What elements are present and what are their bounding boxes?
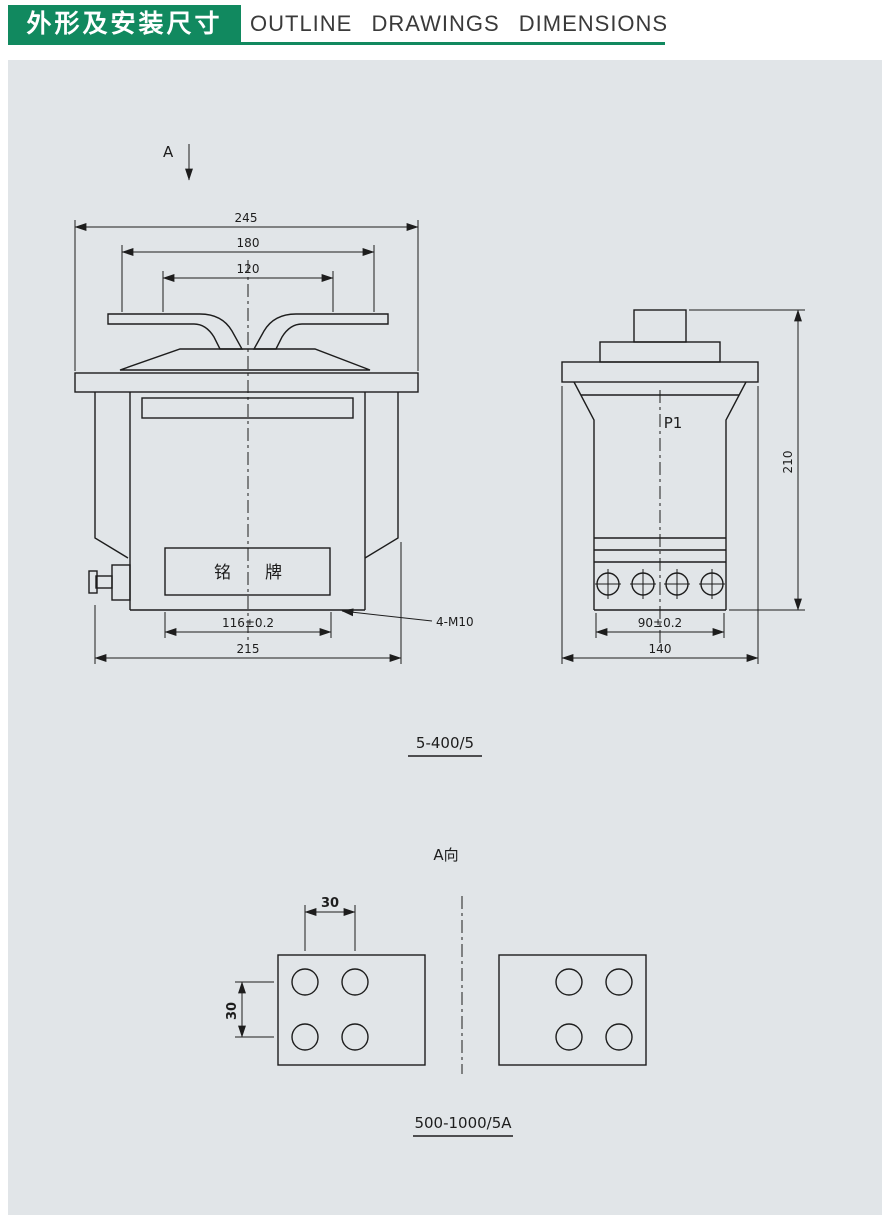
top-terminal [633,309,687,343]
hole [291,968,319,996]
view-a-section: A向 30 [225,846,647,1074]
dim-text-245: 245 [235,211,258,225]
dim-hole-pitch-vertical: 30 [225,981,274,1038]
front-view: A 245 180 [74,143,474,664]
hole [555,1023,583,1051]
ground-terminal [88,564,131,601]
terminal-screw-icon [699,569,725,599]
dim-hole-spacing-front: 116±0.2 [164,612,332,638]
page-title-english: OUTLINE DRAWINGS DIMENSIONS [250,11,669,36]
page-title-chinese: 外形及安装尺寸 [8,5,241,42]
dim-height: 210 [689,309,805,611]
side-body-right [725,381,747,610]
hole [555,968,583,996]
view-direction-label: A [163,143,174,161]
flange-plate [74,372,419,393]
side-body-left [573,381,595,610]
hole [341,1023,369,1051]
dim-bar-span: 180 [121,236,375,312]
primary-bar-right [252,313,389,350]
hole [341,968,369,996]
dim-hole-spacing-side: 90±0.2 [595,613,725,638]
dim-text-210: 210 [781,451,795,474]
hole [605,1023,633,1051]
terminal-screws [595,569,725,599]
dim-base-width-side: 140 [561,386,759,664]
primary-bar-left [107,313,244,350]
outline-drawing-svg: A 245 180 [74,143,805,1137]
top-clamp [119,348,371,371]
terminal-screw-icon [595,569,621,599]
dim-text-90: 90±0.2 [638,616,682,630]
dim-hole-pitch-horizontal: 30 [304,896,356,951]
top-step [599,341,721,363]
p1-terminal-label: P1 [664,414,683,432]
terminal-block-right [498,954,647,1066]
casing-left [94,392,129,559]
model-label-bottom: 500-1000/5A [413,1114,513,1137]
casing-right [364,392,399,559]
hole [291,1023,319,1051]
dim-text-140: 140 [649,642,672,656]
terminal-screw-icon [630,569,656,599]
side-view: P1 210 90±0.2 [561,309,805,664]
header-underline [8,42,665,45]
hole [605,968,633,996]
terminal-block-left [277,954,426,1066]
dim-base-width-front: 215 [94,542,402,664]
dim-text-30-h: 30 [321,896,339,911]
dim-text-30-v: 30 [225,1002,240,1020]
model-label-top-text: 5-400/5 [416,734,474,752]
view-a-title: A向 [433,846,458,864]
thread-callout: 4-M10 [341,608,474,629]
dim-text-180: 180 [237,236,260,250]
dim-overall-width: 245 [74,211,419,371]
model-label-top: 5-400/5 [408,734,482,757]
dim-text-215: 215 [237,642,260,656]
side-flange [561,361,759,383]
dim-text-116: 116±0.2 [222,616,274,630]
terminal-screw-icon [664,569,690,599]
model-label-bottom-text: 500-1000/5A [414,1114,512,1132]
thread-callout-text: 4-M10 [436,615,474,629]
drawing-area: A 245 180 [8,60,882,1215]
